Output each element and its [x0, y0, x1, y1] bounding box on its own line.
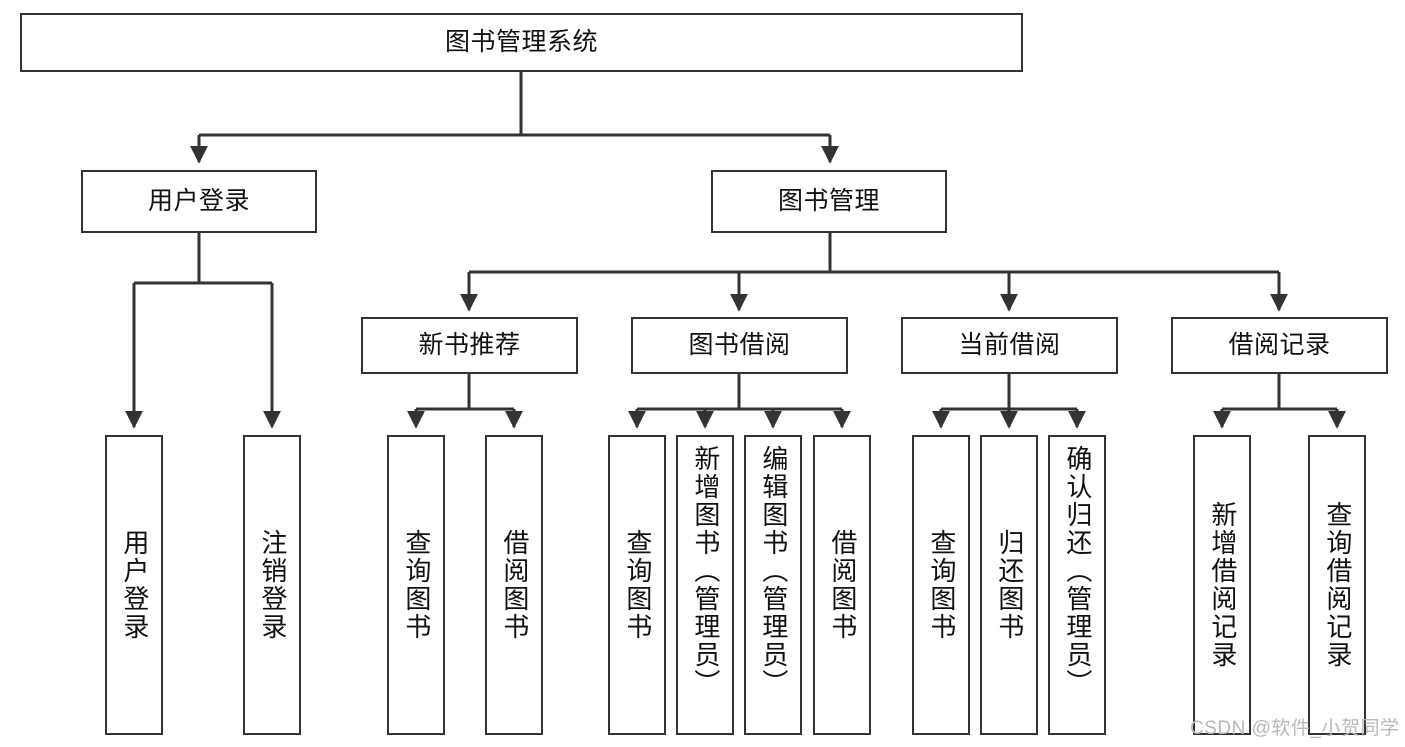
leaf-current-query-book-label: 查询图书	[926, 529, 957, 641]
leaf-current-confirm-return[interactable]: 确认归还（管理员）	[1048, 435, 1106, 735]
leaf-borrow-add-book-label: 新增图书（管理员）	[690, 445, 721, 697]
leaf-current-return-book-label: 归还图书	[994, 529, 1025, 641]
node-borrow-records[interactable]: 借阅记录	[1171, 317, 1388, 374]
node-new-book-recommend[interactable]: 新书推荐	[361, 317, 578, 374]
leaf-records-query-record-label: 查询借阅记录	[1322, 501, 1353, 669]
leaf-user-login-logout-label: 注销登录	[257, 529, 288, 641]
leaf-borrow-query-book[interactable]: 查询图书	[608, 435, 666, 735]
leaf-new-book-borrow[interactable]: 借阅图书	[485, 435, 543, 735]
leaf-borrow-edit-book-label: 编辑图书（管理员）	[758, 445, 789, 697]
leaf-records-add-record-label: 新增借阅记录	[1207, 501, 1238, 669]
node-book-borrow[interactable]: 图书借阅	[631, 317, 848, 374]
node-user-login[interactable]: 用户登录	[81, 170, 317, 233]
node-new-book-recommend-label: 新书推荐	[418, 330, 521, 359]
watermark: CSDN @软件_小贺同学	[1190, 718, 1400, 739]
leaf-new-book-borrow-label: 借阅图书	[499, 529, 530, 641]
node-current-borrow-label: 当前借阅	[958, 330, 1061, 359]
node-book-management-label: 图书管理	[777, 186, 880, 215]
leaf-records-query-record[interactable]: 查询借阅记录	[1308, 435, 1366, 735]
leaf-user-login-login[interactable]: 用户登录	[105, 435, 163, 735]
node-root[interactable]: 图书管理系统	[20, 13, 1023, 72]
leaf-current-confirm-return-label: 确认归还（管理员）	[1062, 445, 1093, 697]
leaf-user-login-logout[interactable]: 注销登录	[243, 435, 301, 735]
leaf-borrow-query-book-label: 查询图书	[622, 529, 653, 641]
node-book-borrow-label: 图书借阅	[688, 330, 791, 359]
node-root-label: 图书管理系统	[444, 27, 598, 56]
leaf-user-login-login-label: 用户登录	[119, 529, 150, 641]
leaf-new-book-query-label: 查询图书	[401, 529, 432, 641]
leaf-records-add-record[interactable]: 新增借阅记录	[1193, 435, 1251, 735]
node-current-borrow[interactable]: 当前借阅	[901, 317, 1118, 374]
leaf-borrow-edit-book[interactable]: 编辑图书（管理员）	[744, 435, 802, 735]
leaf-borrow-borrow-book-label: 借阅图书	[827, 529, 858, 641]
leaf-borrow-add-book[interactable]: 新增图书（管理员）	[676, 435, 734, 735]
node-book-management[interactable]: 图书管理	[711, 170, 947, 233]
leaf-new-book-query[interactable]: 查询图书	[387, 435, 445, 735]
node-user-login-label: 用户登录	[147, 186, 250, 215]
leaf-current-return-book[interactable]: 归还图书	[980, 435, 1038, 735]
leaf-current-query-book[interactable]: 查询图书	[912, 435, 970, 735]
leaf-borrow-borrow-book[interactable]: 借阅图书	[813, 435, 871, 735]
node-borrow-records-label: 借阅记录	[1228, 330, 1331, 359]
